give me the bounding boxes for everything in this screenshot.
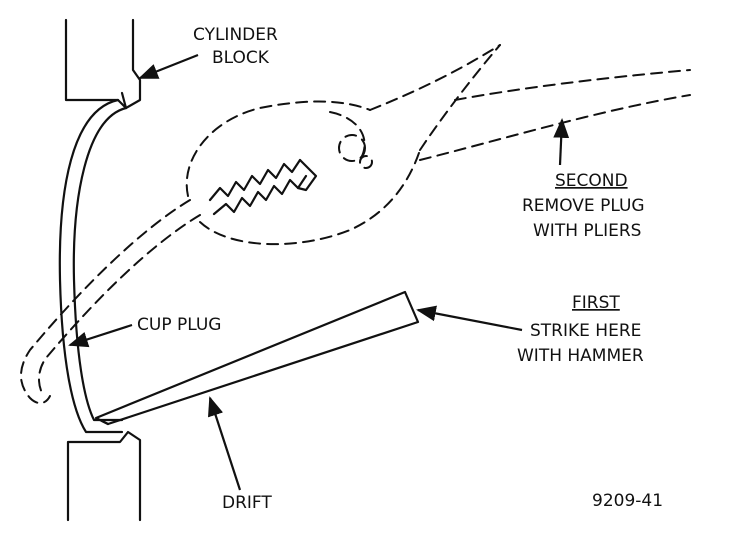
cylinder-block-upper bbox=[64, 18, 142, 110]
cylinder-block-lower bbox=[66, 430, 142, 522]
drift-tool bbox=[94, 290, 420, 426]
cup-plug-arrow bbox=[68, 323, 133, 348]
second-step-line2: WITH PLIERS bbox=[533, 221, 641, 241]
first-step-line1: STRIKE HERE bbox=[530, 321, 641, 341]
cylinder-label-line2: BLOCK bbox=[212, 48, 270, 68]
cylinder-block-arrow bbox=[138, 53, 199, 80]
drift-arrow bbox=[207, 396, 242, 491]
strike-arrow bbox=[416, 305, 523, 332]
pliers-arrow bbox=[553, 118, 570, 166]
cylinder-label-line1: CYLINDER bbox=[193, 25, 278, 45]
first-step-title: FIRST bbox=[572, 293, 620, 313]
drift-label: DRIFT bbox=[222, 493, 272, 513]
second-step-title: SECOND bbox=[555, 171, 628, 191]
figure-id-label: 9209-41 bbox=[592, 491, 663, 511]
cup-plug-shape bbox=[58, 98, 128, 434]
pliers-dashed-outline bbox=[20, 44, 691, 404]
first-step-line2: WITH HAMMER bbox=[517, 346, 644, 366]
second-step-line1: REMOVE PLUG bbox=[522, 196, 645, 216]
cup-plug-label: CUP PLUG bbox=[137, 315, 221, 335]
